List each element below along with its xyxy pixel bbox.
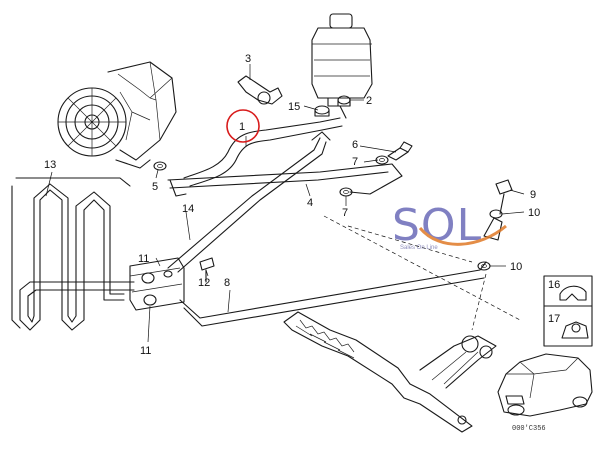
callout-1: 1 xyxy=(239,121,245,133)
callout-6: 6 xyxy=(352,139,358,151)
hose-1 xyxy=(183,117,343,187)
return-line-4 xyxy=(167,163,403,197)
callout-10a: 10 xyxy=(528,207,540,219)
callout-16: 16 xyxy=(548,279,560,291)
callout-14: 14 xyxy=(182,203,194,215)
highlight-ring xyxy=(226,109,260,143)
callout-7a: 7 xyxy=(352,156,358,168)
callout-2: 2 xyxy=(366,95,372,107)
callout-4: 4 xyxy=(307,197,313,209)
bolt-9 xyxy=(495,179,513,215)
callout-11a: 11 xyxy=(138,253,149,265)
hose-clamp-3 xyxy=(237,75,283,105)
callout-3: 3 xyxy=(245,53,251,65)
callout-9: 9 xyxy=(530,189,536,201)
cooler-coil-13 xyxy=(11,177,135,331)
fluid-reservoir xyxy=(311,13,373,119)
callout-11b: 11 xyxy=(140,345,151,357)
pressure-hose-14 xyxy=(167,131,331,273)
callout-13: 13 xyxy=(44,159,56,171)
reference-lines xyxy=(323,215,521,331)
leader-lines xyxy=(45,64,525,343)
callout-8: 8 xyxy=(224,277,230,289)
callout-7b: 7 xyxy=(342,207,348,219)
banjo-bolt-6 xyxy=(387,141,413,161)
logo-swoosh xyxy=(418,224,507,246)
callout-15: 15 xyxy=(288,101,300,113)
callout-12: 12 xyxy=(198,277,210,289)
washer-5 xyxy=(153,161,167,171)
union-block-11 xyxy=(129,257,185,311)
car-icon xyxy=(497,353,593,417)
callout-labels: 3 2 15 1 6 7 5 4 7 14 13 9 10 10 11 11 1… xyxy=(44,53,560,357)
steering-pump xyxy=(57,61,177,169)
callout-5: 5 xyxy=(152,181,158,193)
bolt-12 xyxy=(199,257,215,283)
feed-line-8 xyxy=(179,261,487,327)
watermark-logo: SOL Sales On Line xyxy=(392,200,507,251)
steering-rack xyxy=(283,311,497,433)
callout-10b: 10 xyxy=(510,261,522,273)
callout-17: 17 xyxy=(548,313,560,325)
figure-reference: 000'C356 xyxy=(512,425,546,433)
bracket-10b xyxy=(477,261,491,271)
inset-box xyxy=(543,275,593,347)
logo-tagline: Sales On Line xyxy=(400,245,438,251)
